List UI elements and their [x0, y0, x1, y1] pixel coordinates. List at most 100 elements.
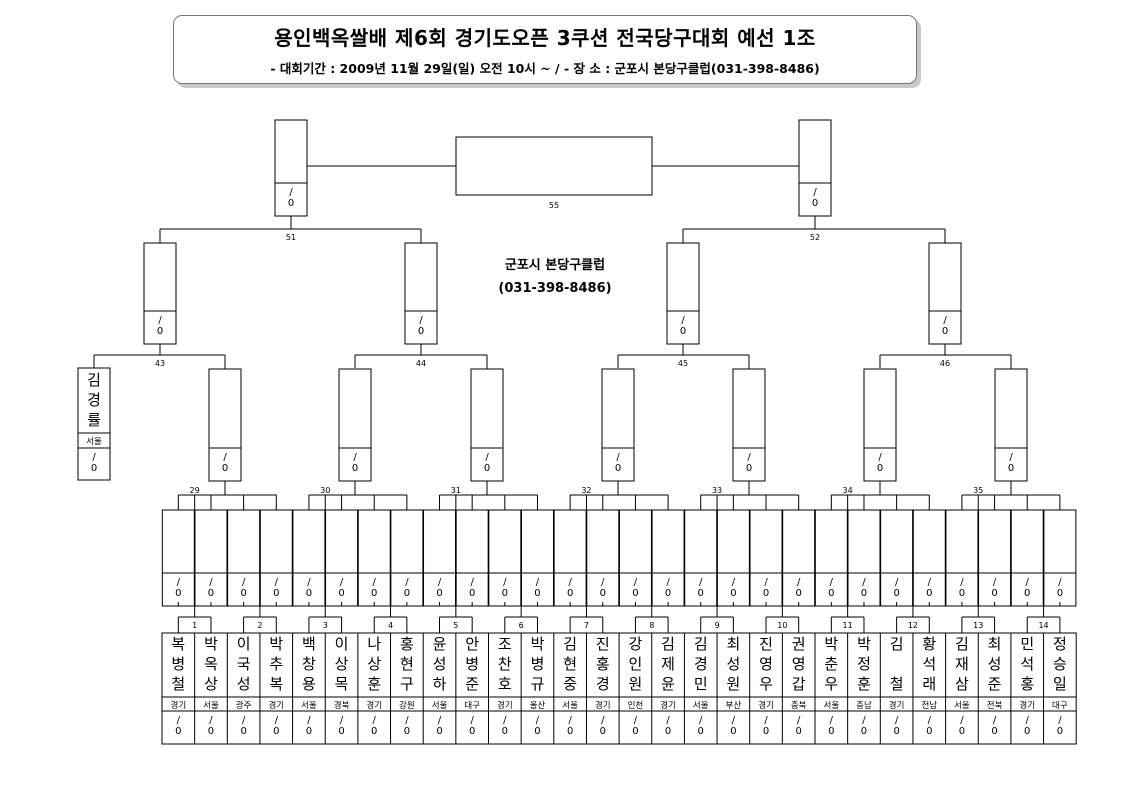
- advance-box: [227, 509, 261, 607]
- player-name: 훈: [367, 675, 381, 693]
- match-number: 30: [320, 486, 330, 495]
- match-number: 46: [940, 359, 950, 368]
- bye-player-name: 김: [87, 371, 101, 389]
- player-score-zero: 0: [240, 726, 246, 737]
- score-slash: /: [634, 577, 638, 588]
- player-score: /: [568, 715, 572, 726]
- player-name: 갑: [792, 675, 806, 693]
- score-slash-zero: 0: [600, 588, 606, 599]
- player-region: 서울: [824, 701, 840, 711]
- player-score-zero: 0: [371, 726, 377, 737]
- player-score: /: [536, 715, 540, 726]
- score-slash: /: [895, 577, 899, 588]
- player-score: /: [960, 715, 964, 726]
- score-slash: /: [373, 577, 377, 588]
- player-score-zero: 0: [469, 726, 475, 737]
- player-name: 철: [171, 675, 185, 693]
- player-name: 정: [1053, 635, 1067, 653]
- advance-box: [863, 368, 897, 482]
- player-score-zero: 0: [991, 726, 997, 737]
- score-slash-zero: 0: [534, 588, 540, 599]
- score-slash: /: [616, 452, 620, 463]
- player-score-zero: 0: [306, 726, 312, 737]
- player-name: 중: [563, 675, 577, 693]
- score-slash-zero: 0: [959, 588, 965, 599]
- page-title: 용인백옥쌀배 제6회 경기도오픈 3쿠션 전국당구대회 예선 1조: [274, 26, 816, 50]
- score-slash-zero: 0: [828, 588, 834, 599]
- player-name: 준: [988, 675, 1002, 693]
- score-slash-zero: 0: [404, 588, 410, 599]
- player-name: 창: [302, 655, 316, 673]
- player-name: 복: [171, 635, 185, 653]
- match-number: 9: [715, 621, 720, 630]
- player-name: 홍: [596, 655, 610, 673]
- player-name: 찬: [498, 655, 512, 673]
- advance-box: [651, 509, 685, 607]
- venue-phone: (031-398-8486): [498, 281, 612, 296]
- score-slash: /: [681, 315, 685, 326]
- match-number: 1: [192, 621, 197, 630]
- final-winner-box: [455, 136, 653, 196]
- advance-box: [782, 509, 816, 607]
- player-region: 광주: [236, 700, 252, 711]
- score-slash-zero: 0: [240, 588, 246, 599]
- player-name: 김: [661, 635, 675, 653]
- player-score: /: [438, 715, 442, 726]
- venue-name: 군포시 본당구클럽: [504, 258, 606, 273]
- score-slash-zero: 0: [502, 588, 508, 599]
- player-score: /: [764, 715, 768, 726]
- match-number: 29: [190, 486, 200, 495]
- score-slash-zero: 0: [338, 588, 344, 599]
- player-score-zero: 0: [436, 726, 442, 737]
- advance-box: [880, 509, 914, 607]
- player-name: 추: [269, 655, 283, 673]
- player-score: /: [1026, 715, 1030, 726]
- player-score: /: [470, 715, 474, 726]
- player-name: 옥: [204, 655, 218, 673]
- score-slash: /: [1026, 577, 1030, 588]
- match-number: 4: [388, 621, 393, 630]
- advance-box: [618, 509, 652, 607]
- player-name: 영: [759, 655, 773, 673]
- player-score: /: [797, 715, 801, 726]
- score-slash: /: [470, 577, 474, 588]
- player-name: 상: [335, 655, 349, 673]
- match-number: 8: [649, 621, 654, 630]
- score-slash-zero: 0: [222, 463, 228, 474]
- venue-info: 군포시 본당구클럽 (031-398-8486): [470, 254, 640, 300]
- player-region: 대구: [1052, 701, 1068, 711]
- player-name: 박: [269, 635, 283, 653]
- advance-box: [161, 509, 195, 607]
- score-slash-zero: 0: [680, 326, 686, 337]
- advance-box: [978, 509, 1012, 607]
- score-slash: /: [601, 577, 605, 588]
- player-score-zero: 0: [828, 726, 834, 737]
- score-slash: /: [862, 577, 866, 588]
- player-region: 서울: [693, 701, 709, 711]
- player-region: 울산: [530, 700, 546, 711]
- player-name: 병: [171, 655, 185, 673]
- score-slash-zero: 0: [893, 588, 899, 599]
- player-score: /: [601, 715, 605, 726]
- player-region: 경기: [268, 700, 284, 711]
- player-name: 안: [465, 635, 479, 653]
- match-number: 45: [678, 359, 688, 368]
- player-name: 현: [400, 655, 414, 673]
- player-name: 박: [824, 635, 838, 653]
- player-name: 원: [629, 675, 643, 693]
- player-name: 민: [1020, 635, 1034, 653]
- player-score-zero: 0: [959, 726, 965, 737]
- player-name: 강: [629, 635, 643, 653]
- advance-box: [912, 509, 946, 607]
- player-name: 국: [237, 655, 251, 673]
- score-slash-zero: 0: [763, 588, 769, 599]
- player-name: 김: [563, 635, 577, 653]
- player-score: /: [928, 715, 932, 726]
- match-number: 55: [549, 201, 559, 210]
- score-slash-zero: 0: [795, 588, 801, 599]
- player-score: /: [862, 715, 866, 726]
- score-slash: /: [242, 577, 246, 588]
- player-name: 성: [726, 655, 740, 673]
- page-subtitle: - 대회기간 : 2009년 11월 29일(일) 오전 10시 ~ / - 장…: [270, 61, 820, 76]
